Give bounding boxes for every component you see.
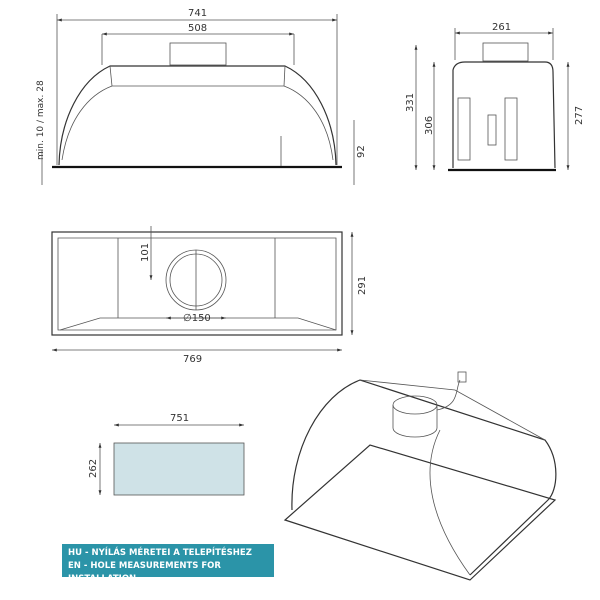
dim-261: 261 — [492, 22, 511, 33]
dim-769: 769 — [183, 354, 202, 365]
banner-line-hu: HU - NYÍLÁS MÉRETEI A TELEPÍTÉSHEZ — [68, 548, 252, 558]
front-view: 741 508 min. 10 / max. 28 92 — [36, 8, 367, 185]
dim-101: 101 — [140, 243, 151, 262]
dim-741: 741 — [188, 8, 207, 19]
dim-306: 306 — [424, 116, 435, 135]
isometric-view — [283, 371, 557, 581]
dim-262: 262 — [88, 459, 99, 478]
side-view: 261 331 306 277 — [405, 22, 585, 172]
dim-291: 291 — [357, 276, 368, 295]
dim-751: 751 — [170, 413, 189, 424]
top-view: 101 ∅150 769 291 — [51, 226, 368, 365]
dim-508: 508 — [188, 23, 207, 34]
dim-277: 277 — [574, 106, 585, 125]
hole-rectangle — [113, 442, 245, 496]
dim-gap: min. 10 / max. 28 — [36, 80, 46, 160]
dim-150: ∅150 — [183, 313, 211, 324]
installation-banner: HU - NYÍLÁS MÉRETEI A TELEPÍTÉSHEZ EN - … — [62, 544, 274, 584]
hole-diagram: 751 262 — [88, 413, 245, 496]
dim-331: 331 — [405, 93, 416, 112]
duct-collar — [169, 42, 227, 66]
banner-line-en: EN - HOLE MEASUREMENTS FOR INSTALLATION — [68, 561, 221, 584]
hood-outline — [58, 65, 337, 166]
dim-92: 92 — [356, 145, 367, 158]
